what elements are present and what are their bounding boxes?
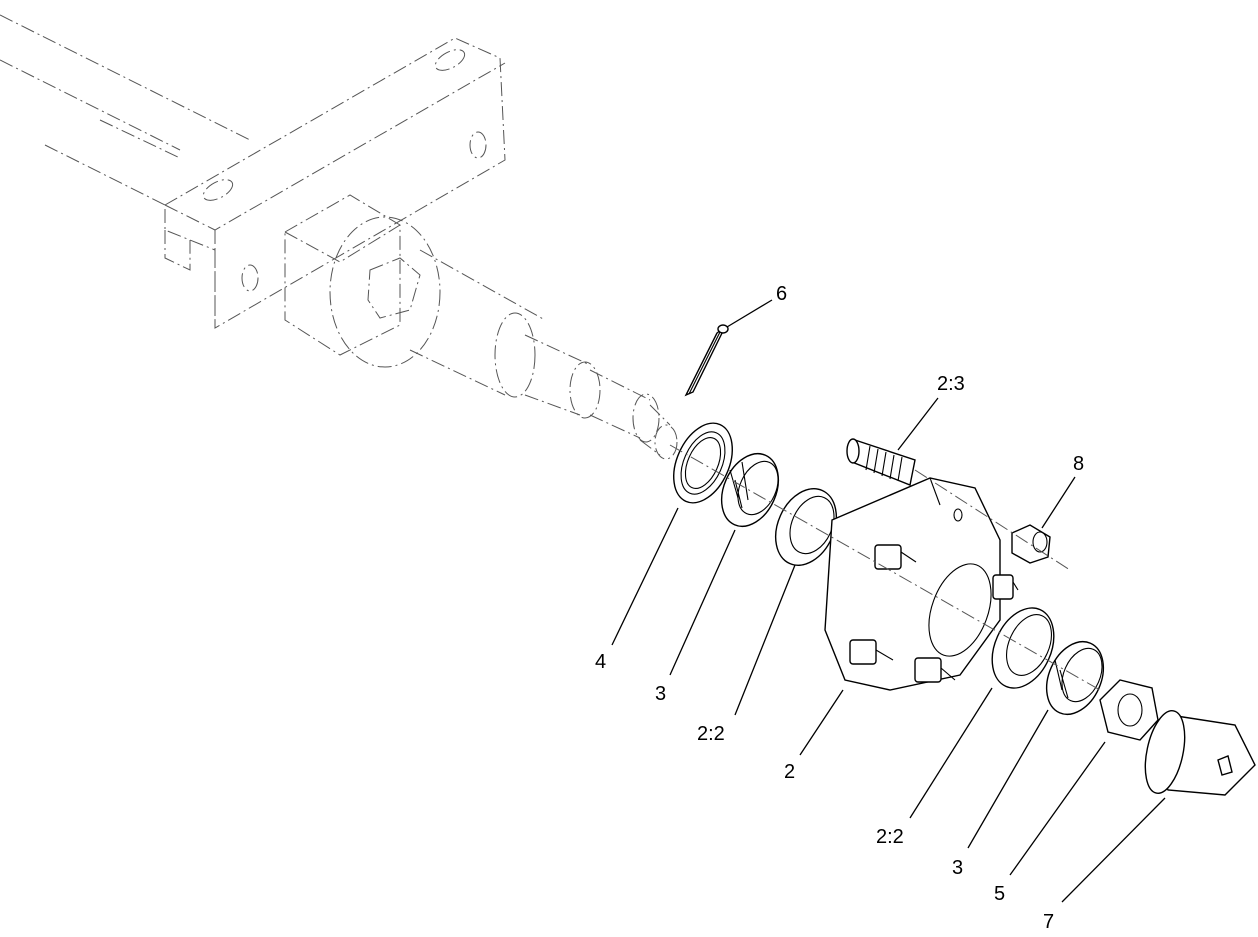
inner-bearing-cone (720, 453, 780, 527)
stud-axis (914, 469, 1071, 571)
callout-7: 7 (1043, 911, 1054, 933)
dust-cap (1144, 710, 1256, 796)
callout-2-2-outer: 2:2 (876, 826, 904, 848)
lug-nut (1011, 524, 1051, 564)
castle-nut (1099, 679, 1159, 741)
bearing-seal (673, 422, 733, 504)
callout-2-2-inner: 2:2 (697, 723, 725, 745)
assembly-axis (669, 444, 1101, 691)
cotter-pin (684, 324, 729, 397)
outer-bearing-cup (991, 607, 1055, 689)
callout-3-inner: 3 (655, 683, 666, 705)
axle-frame-phantom (0, 14, 678, 460)
callout-4: 4 (595, 651, 606, 673)
wheel-hub (824, 477, 1019, 691)
callout-labels: 6 2:3 8 4 3 2:2 2 2:2 3 5 7 (595, 283, 1084, 933)
inner-bearing-cup (774, 488, 838, 566)
callout-8: 8 (1073, 453, 1084, 475)
leader-lines (611, 299, 1166, 903)
callout-5: 5 (994, 883, 1005, 905)
callout-6: 6 (776, 283, 787, 305)
callout-2-3: 2:3 (937, 373, 965, 395)
callout-3-outer: 3 (952, 857, 963, 879)
callout-2: 2 (784, 761, 795, 783)
wheel-stud (846, 438, 916, 486)
